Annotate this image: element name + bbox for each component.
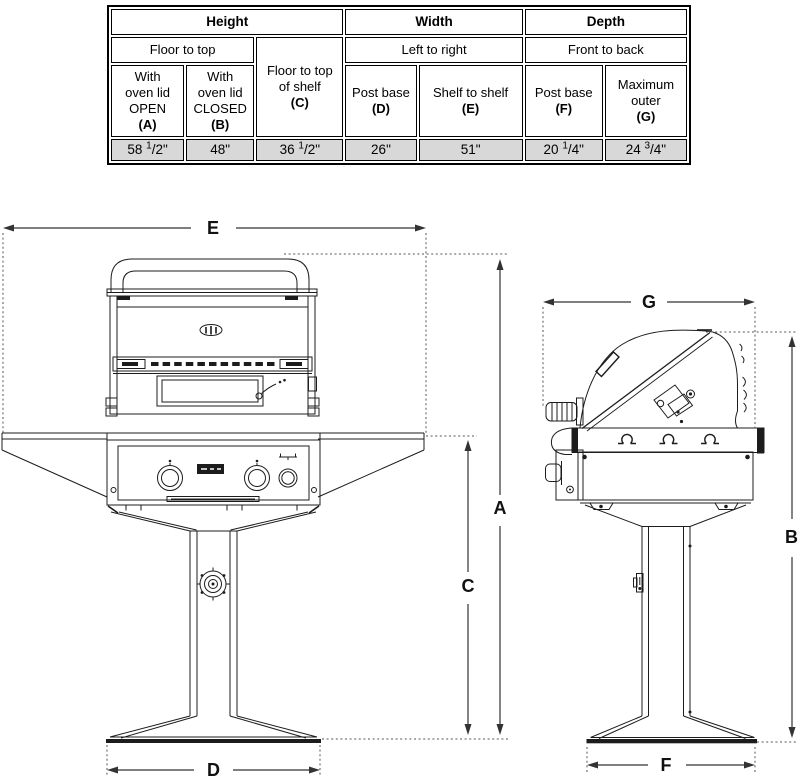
front-view-dimensions: E A C D xyxy=(2,218,508,779)
dimension-spec-table: Height Width Depth Floor to top Floor to… xyxy=(107,5,691,165)
subheader-front-to-back: Front to back xyxy=(524,37,687,63)
oven-lid xyxy=(109,295,316,415)
value-a: 58 1/2" xyxy=(111,139,185,161)
rotisserie-knob xyxy=(278,453,298,488)
side-handle xyxy=(545,397,584,426)
dim-label-g: G xyxy=(642,292,656,312)
dim-label-d: D xyxy=(207,760,220,779)
firebox-side xyxy=(577,451,754,510)
col-header-f: Post base (F) xyxy=(524,65,603,137)
dim-f: F xyxy=(586,747,756,775)
rotisserie-motor xyxy=(653,384,695,424)
col-header-b: With oven lid CLOSED (B) xyxy=(186,65,255,137)
right-shelf xyxy=(317,432,425,498)
match-holder xyxy=(255,378,286,400)
dim-d: D xyxy=(106,745,321,779)
col-header-d-label: Post base xyxy=(352,85,410,101)
dim-label-b: B xyxy=(785,527,798,547)
side-view-dimensions: G B F xyxy=(542,292,798,775)
pedestal-base-front xyxy=(106,715,321,743)
col-header-e-label: Shelf to shelf xyxy=(433,85,509,101)
value-c: 36 1/2" xyxy=(256,139,344,161)
shelf-bracket-rail xyxy=(571,427,765,460)
header-depth: Depth xyxy=(524,9,687,35)
vent-strip xyxy=(112,356,313,374)
value-d: 26" xyxy=(345,139,417,161)
burner-knob-right xyxy=(244,459,270,491)
control-panel-side xyxy=(545,427,584,501)
dim-c: C xyxy=(426,435,477,735)
col-header-g-label: Maximum outer xyxy=(617,77,675,109)
dim-a: A xyxy=(284,253,508,735)
lid-handle xyxy=(110,258,310,293)
col-header-d-letter: (D) xyxy=(371,101,390,116)
grease-tray-slot xyxy=(156,375,264,407)
dim-g: G xyxy=(542,292,756,429)
col-header-g-letter: (G) xyxy=(636,108,656,124)
control-panel xyxy=(106,432,321,511)
gas-valve-fitting xyxy=(196,567,230,601)
col-header-e: Shelf to shelf (E) xyxy=(418,65,523,137)
drip-tray-handle xyxy=(166,496,260,502)
col-header-a-label: With oven lid OPEN xyxy=(125,69,170,116)
dim-b: B xyxy=(706,331,798,743)
value-g: 24 3/4" xyxy=(604,139,687,161)
col-header-c: Floor to top of shelf (C) xyxy=(256,37,344,137)
col-header-b-letter: (B) xyxy=(211,116,230,132)
dim-label-f: F xyxy=(661,755,672,775)
burner-knob-left xyxy=(157,459,183,491)
pedestal-base-side xyxy=(586,715,757,744)
col-header-c-label: Floor to top of shelf xyxy=(266,62,333,94)
col-header-a: With oven lid OPEN (A) xyxy=(111,65,185,137)
col-header-d: Post base (D) xyxy=(345,65,417,137)
front-view-drawing xyxy=(1,258,425,743)
col-header-f-letter: (F) xyxy=(555,101,573,116)
hood-profile xyxy=(579,329,747,432)
pedestal-post-front xyxy=(189,530,238,716)
grill-dimension-drawings: E A C D xyxy=(1,218,798,779)
dim-label-e: E xyxy=(207,218,219,238)
lid-trim-tab xyxy=(595,351,620,378)
dim-label-c: C xyxy=(462,576,475,596)
lid-logo xyxy=(199,324,223,336)
value-e: 51" xyxy=(418,139,523,161)
side-view-drawing xyxy=(545,329,765,744)
header-height: Height xyxy=(111,9,344,35)
dim-label-a: A xyxy=(494,498,507,518)
col-header-e-letter: (E) xyxy=(461,101,480,116)
subheader-left-to-right: Left to right xyxy=(345,37,523,63)
col-header-b-label: With oven lid CLOSED xyxy=(193,69,247,116)
value-f: 20 1/4" xyxy=(524,139,603,161)
col-header-c-letter: (C) xyxy=(290,95,309,111)
value-b: 48" xyxy=(186,139,255,161)
pedestal-post-side xyxy=(633,526,692,716)
header-width: Width xyxy=(345,9,523,35)
dim-e: E xyxy=(2,218,427,433)
col-header-f-label: Post base xyxy=(534,85,593,101)
col-header-g: Maximum outer (G) xyxy=(604,65,687,137)
subheader-floor-to-top: Floor to top xyxy=(111,37,255,63)
col-header-a-letter: (A) xyxy=(138,116,157,132)
left-shelf xyxy=(1,432,108,498)
